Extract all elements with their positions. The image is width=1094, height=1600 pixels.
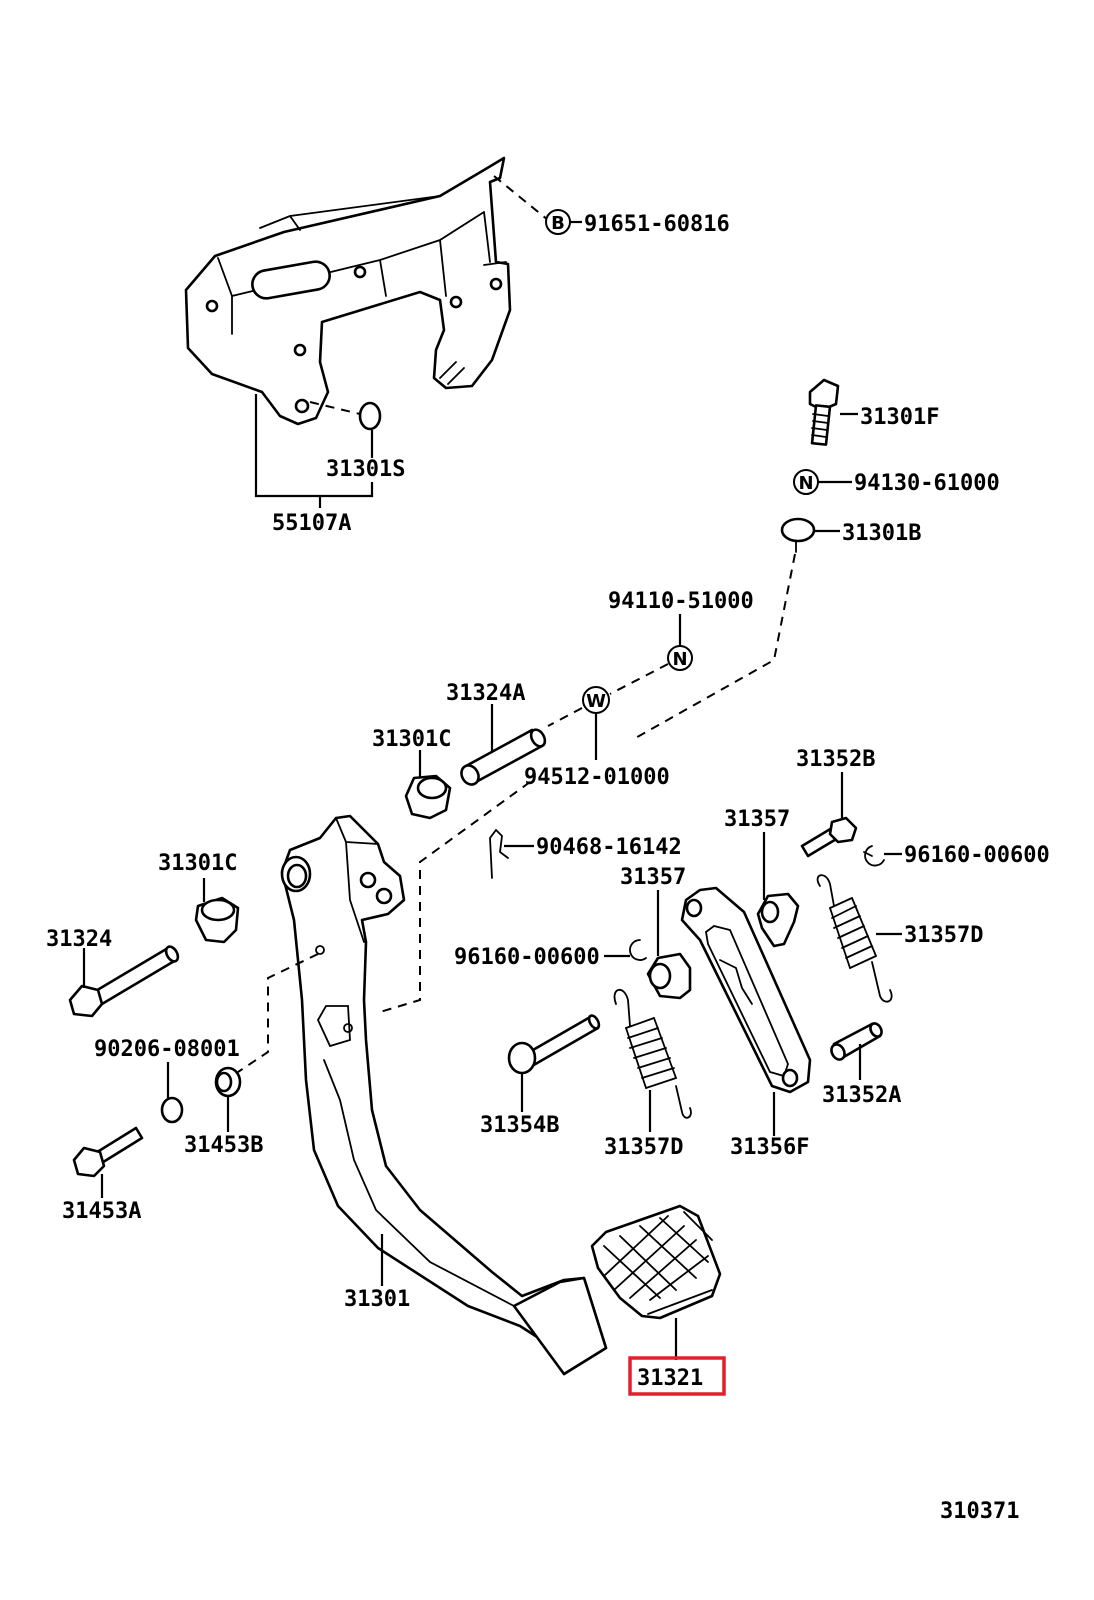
label-31352A: 31352A <box>822 1083 901 1108</box>
plate-31356F[interactable] <box>680 886 812 1094</box>
bolt-31352B[interactable] <box>800 816 858 858</box>
clip-96160-left[interactable] <box>629 939 647 961</box>
label-94512-01000: 94512-01000 <box>524 765 670 790</box>
label-94130-61000: 94130-61000 <box>854 471 1000 496</box>
pin-31352A[interactable] <box>829 1021 884 1061</box>
bush-31301C-left[interactable] <box>194 896 240 944</box>
bolt-31301F[interactable] <box>808 378 840 446</box>
collar-31357-top[interactable] <box>756 892 800 948</box>
nut-n-top-callout: N 94130-61000 <box>793 469 1000 496</box>
pedal-bracket[interactable] <box>184 156 512 426</box>
bush-31301C-top[interactable] <box>404 774 452 820</box>
nut-n-top-marker: N <box>798 473 813 494</box>
label-90468-16142: 90468-16142 <box>536 835 682 860</box>
label-96160-00600-left: 96160-00600 <box>454 945 600 970</box>
label-31357-mid: 31357 <box>620 865 686 890</box>
collar-31301S[interactable] <box>358 401 382 431</box>
label-55107A: 55107A <box>272 511 351 536</box>
label-31324A: 31324A <box>446 681 525 706</box>
label-31301C-top: 31301C <box>372 727 451 752</box>
label-91651-60816: 91651-60816 <box>584 212 730 237</box>
cap-31301B[interactable] <box>780 517 816 553</box>
label-31352B: 31352B <box>796 747 875 772</box>
label-31354B: 31354B <box>480 1113 559 1138</box>
label-31301S: 31301S <box>326 457 405 482</box>
nut-90206[interactable] <box>160 1096 184 1124</box>
label-31453B: 31453B <box>184 1133 263 1158</box>
bolt-31324[interactable] <box>68 945 180 1018</box>
highlight-box-31321[interactable] <box>628 1356 726 1396</box>
label-31301C-left: 31301C <box>158 851 237 876</box>
collar-31453B[interactable] <box>214 1066 242 1098</box>
label-31356F: 31356F <box>730 1135 809 1160</box>
diagram-number: 310371 <box>940 1499 1019 1524</box>
label-90206-08001: 90206-08001 <box>94 1037 240 1062</box>
washer-w-callout: W <box>582 686 610 714</box>
label-31301: 31301 <box>344 1287 410 1312</box>
pin-31324A[interactable] <box>458 727 548 787</box>
bolt-b-marker: B <box>551 213 565 234</box>
label-31357D-right: 31357D <box>904 923 983 948</box>
label-31453A: 31453A <box>62 1199 141 1224</box>
label-31321: 31321 <box>637 1366 703 1391</box>
nut-n-mid-callout: N <box>667 645 693 671</box>
spring-31357D-bottom[interactable] <box>613 989 692 1119</box>
clip-96160-right[interactable] <box>863 845 885 867</box>
pin-31354B[interactable] <box>507 1014 601 1075</box>
pedal-pad-31321[interactable] <box>590 1204 722 1320</box>
label-31324: 31324 <box>46 927 112 952</box>
label-31301F: 31301F <box>860 405 939 430</box>
label-94110-51000: 94110-51000 <box>608 589 754 614</box>
collar-31357-mid[interactable] <box>646 952 692 1000</box>
spring-31357D-right[interactable] <box>816 874 893 1003</box>
brake-pedal-arm-31301[interactable] <box>280 814 608 1376</box>
clip-90468[interactable] <box>489 828 509 879</box>
washer-w-marker: W <box>586 691 606 712</box>
bolt-31453A[interactable] <box>72 1126 144 1178</box>
label-96160-00600-right: 96160-00600 <box>904 843 1050 868</box>
nut-n-mid-marker: N <box>672 649 687 670</box>
label-31301B: 31301B <box>842 521 921 546</box>
label-31357D-bottom: 31357D <box>604 1135 683 1160</box>
bolt-b-callout: B 91651-60816 <box>545 209 730 237</box>
label-31357-top: 31357 <box>724 807 790 832</box>
